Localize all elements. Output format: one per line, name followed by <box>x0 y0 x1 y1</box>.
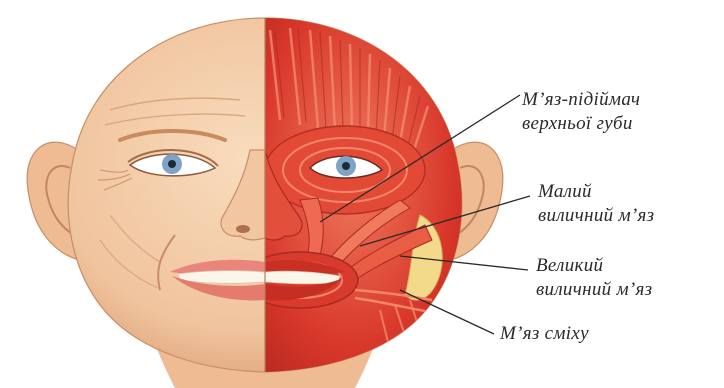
label-levator-labii: М’яз-підіймач верхньої губи <box>522 88 640 136</box>
label-zygomaticus-minor-line1: Малий <box>538 180 654 204</box>
label-zygomaticus-major: Великий виличний м’яз <box>536 254 652 302</box>
label-zygomaticus-minor: Малий виличний м’яз <box>538 180 654 228</box>
label-zygomaticus-minor-line2: виличний м’яз <box>538 204 654 228</box>
label-risorius: М’яз сміху <box>500 322 589 346</box>
label-levator-labii-line1: М’яз-підіймач <box>522 88 640 112</box>
label-zygomaticus-major-line1: Великий <box>536 254 652 278</box>
label-levator-labii-line2: верхньої губи <box>522 112 640 136</box>
label-zygomaticus-major-line2: виличний м’яз <box>536 278 652 302</box>
label-risorius-line1: М’яз сміху <box>500 322 589 346</box>
